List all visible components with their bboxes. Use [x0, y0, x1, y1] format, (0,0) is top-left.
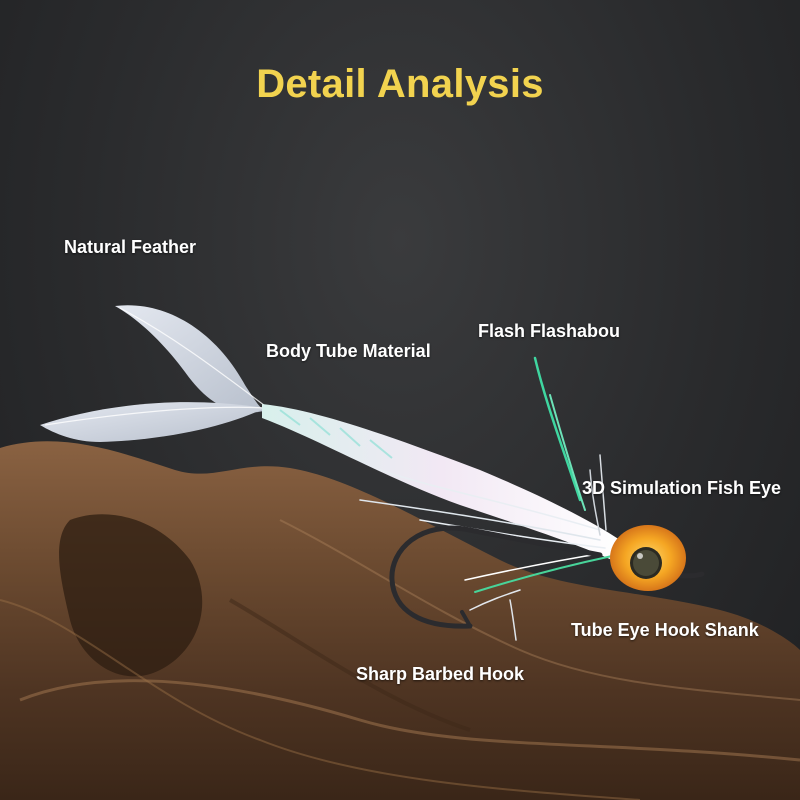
fish-eye	[610, 525, 686, 591]
label-tube-eye-hook-shank: Tube Eye Hook Shank	[571, 620, 759, 640]
flash-fibers	[359, 356, 613, 641]
feather-tail	[40, 305, 269, 442]
label-flash-flashabou: Flash Flashabou	[478, 321, 621, 341]
label-sharp-barbed-hook: Sharp Barbed Hook	[356, 664, 525, 684]
label-fish-eye: 3D Simulation Fish Eye	[582, 478, 782, 498]
page-title: Detail Analysis	[256, 62, 544, 106]
label-body-tube-material: Body Tube Material	[266, 341, 431, 361]
driftwood	[0, 441, 800, 800]
label-natural-feather: Natural Feather	[64, 237, 197, 257]
body-tube	[262, 404, 620, 560]
